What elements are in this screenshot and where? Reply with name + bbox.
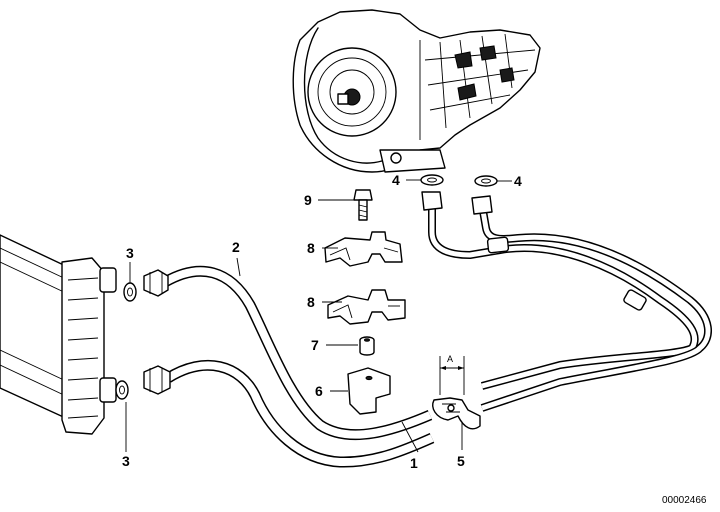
callout-hose-upper: 2 [232, 239, 240, 255]
callout-bracket: 6 [315, 383, 323, 399]
spacer-sleeve [359, 336, 375, 356]
bolt [353, 189, 373, 221]
callout-clamp-upper: 8 [307, 240, 315, 256]
radiator-seal-rings [115, 282, 137, 400]
callout-seal-lower: 3 [122, 453, 130, 469]
mounting-bracket [347, 367, 391, 415]
callout-leaders [125, 179, 512, 453]
callout-labels: 1 2 3 3 4 4 5 6 7 8 8 9 [122, 172, 522, 471]
callout-hose-lower: 1 [410, 455, 418, 471]
diagram-reference-code: 00002466 [662, 495, 707, 506]
clamp-lower [327, 289, 406, 325]
dimension-a-indicator: A [439, 354, 465, 395]
transmission-cooler-pipes [421, 191, 713, 412]
callout-bolt: 9 [304, 192, 312, 208]
callout-pipe-clamp: 5 [457, 453, 465, 469]
transmission-seal-rings [420, 174, 498, 187]
clamp-upper [324, 231, 403, 267]
callout-clamp-lower: 8 [307, 294, 315, 310]
callout-seal-trans-left: 4 [392, 172, 400, 188]
hose-upper [143, 265, 433, 441]
dimension-a-label: A [447, 354, 453, 364]
pipe-clamp [432, 397, 481, 430]
callout-seal-upper: 3 [126, 245, 134, 261]
callout-seal-trans-right: 4 [514, 173, 522, 189]
transmission-illustration [292, 9, 541, 173]
callout-spacer: 7 [311, 337, 319, 353]
radiator-illustration [0, 234, 117, 435]
hose-lower [143, 359, 435, 468]
